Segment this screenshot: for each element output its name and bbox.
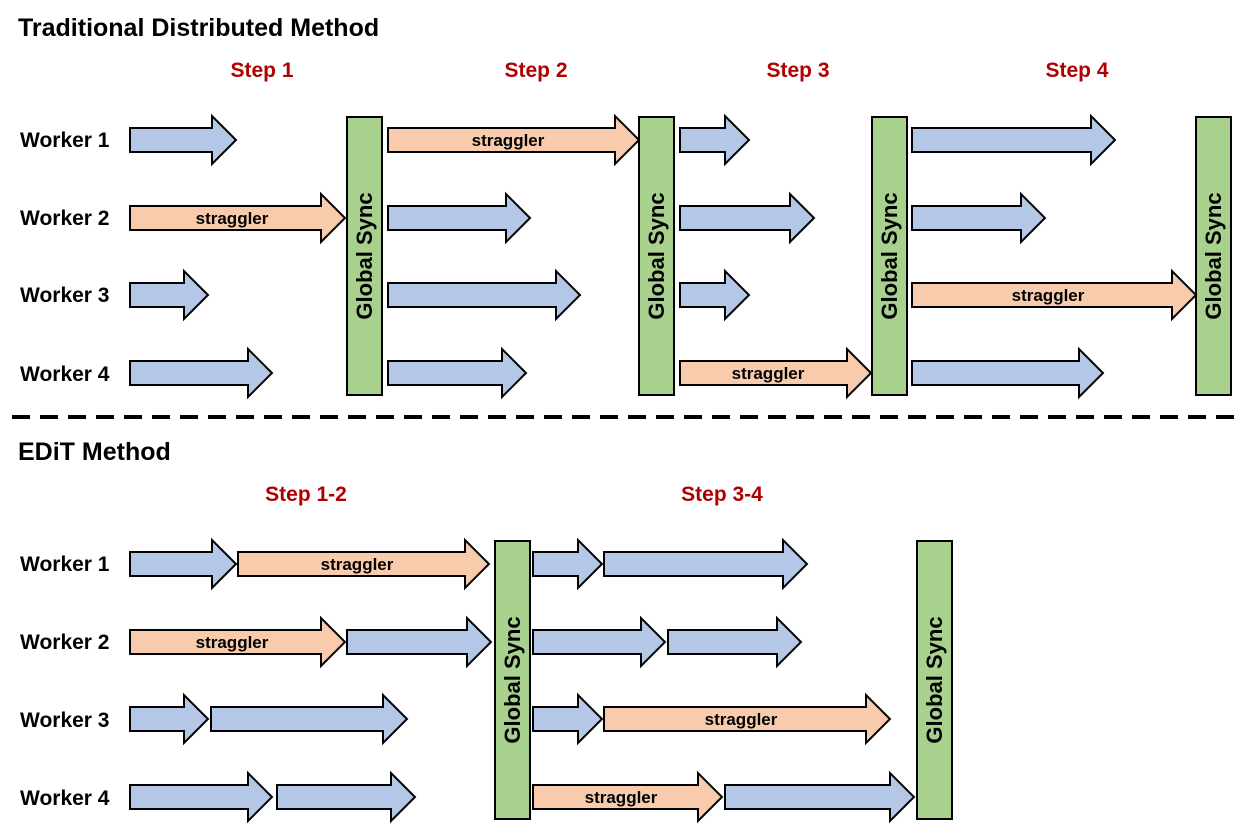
compute-arrow bbox=[129, 537, 238, 591]
compute-arrow bbox=[724, 770, 916, 824]
compute-arrow bbox=[276, 770, 417, 824]
global-sync-bar: Global Sync bbox=[346, 116, 383, 396]
worker-label: Worker 2 bbox=[20, 207, 110, 230]
global-sync-label: Global Sync bbox=[352, 192, 377, 319]
global-sync-label: Global Sync bbox=[877, 192, 902, 319]
compute-arrow bbox=[210, 692, 409, 746]
straggler-label: straggler bbox=[196, 209, 269, 228]
compute-arrow bbox=[129, 770, 274, 824]
straggler-label: straggler bbox=[732, 364, 805, 383]
step-label: Step 1-2 bbox=[265, 483, 347, 506]
compute-arrow bbox=[129, 692, 210, 746]
compute-arrow bbox=[532, 615, 667, 669]
straggler-arrow: straggler bbox=[679, 346, 873, 400]
traditional-method-title: Traditional Distributed Method bbox=[18, 14, 379, 42]
global-sync-bar: Global Sync bbox=[916, 540, 953, 820]
global-sync-bar: Global Sync bbox=[638, 116, 675, 396]
straggler-arrow: straggler bbox=[237, 537, 491, 591]
straggler-arrow: straggler bbox=[387, 113, 641, 167]
worker-label: Worker 1 bbox=[20, 129, 110, 152]
worker-label: Worker 4 bbox=[20, 787, 110, 810]
straggler-label: straggler bbox=[196, 633, 269, 652]
step-label: Step 1 bbox=[230, 59, 293, 82]
compute-arrow bbox=[603, 537, 809, 591]
step-label: Step 4 bbox=[1045, 59, 1108, 82]
straggler-label: straggler bbox=[472, 131, 545, 150]
worker-label: Worker 1 bbox=[20, 553, 110, 576]
global-sync-label: Global Sync bbox=[922, 616, 947, 743]
compute-arrow bbox=[532, 692, 604, 746]
global-sync-label: Global Sync bbox=[500, 616, 525, 743]
straggler-arrow: straggler bbox=[911, 268, 1198, 322]
worker-label: Worker 4 bbox=[20, 363, 110, 386]
compute-arrow bbox=[387, 346, 528, 400]
compute-arrow bbox=[387, 191, 532, 245]
global-sync-bar: Global Sync bbox=[871, 116, 908, 396]
compute-arrow bbox=[532, 537, 604, 591]
straggler-arrow: straggler bbox=[129, 615, 347, 669]
global-sync-label: Global Sync bbox=[644, 192, 669, 319]
worker-label: Worker 3 bbox=[20, 709, 110, 732]
step-label: Step 3-4 bbox=[681, 483, 763, 506]
compute-arrow bbox=[129, 346, 274, 400]
compute-arrow bbox=[129, 113, 238, 167]
straggler-label: straggler bbox=[1012, 286, 1085, 305]
straggler-label: straggler bbox=[705, 710, 778, 729]
global-sync-label: Global Sync bbox=[1201, 192, 1226, 319]
straggler-arrow: straggler bbox=[129, 191, 347, 245]
step-label: Step 2 bbox=[504, 59, 567, 82]
compute-arrow bbox=[129, 268, 210, 322]
compute-arrow bbox=[346, 615, 493, 669]
straggler-arrow: straggler bbox=[603, 692, 892, 746]
global-sync-bar: Global Sync bbox=[1195, 116, 1232, 396]
compute-arrow bbox=[911, 113, 1117, 167]
worker-label: Worker 3 bbox=[20, 284, 110, 307]
straggler-label: straggler bbox=[321, 555, 394, 574]
step-label: Step 3 bbox=[766, 59, 829, 82]
straggler-arrow: straggler bbox=[532, 770, 724, 824]
compute-arrow bbox=[387, 268, 582, 322]
compute-arrow bbox=[679, 268, 751, 322]
straggler-label: straggler bbox=[585, 788, 658, 807]
compute-arrow bbox=[667, 615, 803, 669]
compute-arrow bbox=[679, 113, 751, 167]
compute-arrow bbox=[679, 191, 816, 245]
global-sync-bar: Global Sync bbox=[494, 540, 531, 820]
worker-label: Worker 2 bbox=[20, 631, 110, 654]
compute-arrow bbox=[911, 191, 1047, 245]
compute-arrow bbox=[911, 346, 1105, 400]
edit-method-title: EDiT Method bbox=[18, 438, 171, 466]
